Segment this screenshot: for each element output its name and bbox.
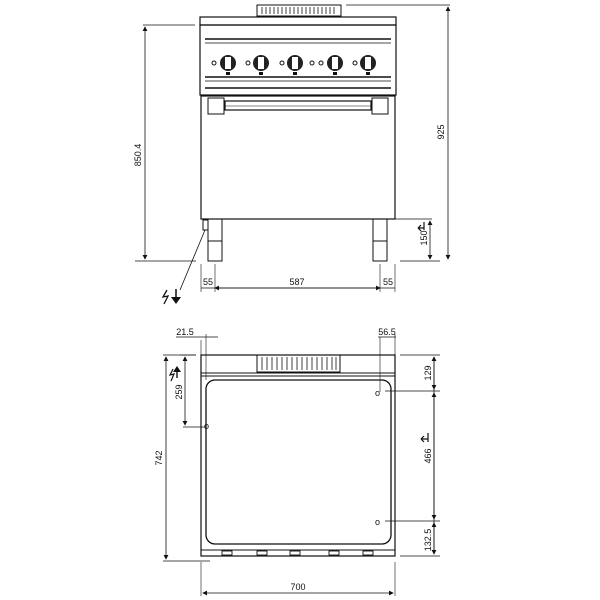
- knob-icon: [245, 55, 269, 75]
- dim-742: 742: [154, 450, 164, 465]
- dim-56-5: 56.5: [378, 327, 396, 337]
- electric-supply-icon: [161, 289, 170, 305]
- electric-supply-icon: [168, 366, 181, 382]
- dim-850-4: 850.4: [133, 144, 143, 167]
- cooking-plate: [205, 379, 392, 545]
- dim-55-right: 55: [383, 277, 393, 287]
- knob-icon: [211, 55, 236, 75]
- top-view: o o o 21.5 56.5 742 259: [154, 327, 440, 596]
- connection-marker: o: [375, 388, 380, 398]
- dim-150: 150: [419, 230, 429, 245]
- front-view: 850.4 925 150 55 587 55: [133, 4, 451, 305]
- control-panel: [199, 24, 397, 96]
- vent-grille: [256, 4, 342, 17]
- connection-marker: o: [204, 421, 209, 431]
- oven-door: [200, 95, 396, 220]
- connection-marker: o: [375, 517, 380, 527]
- knob-row: [211, 55, 376, 75]
- dim-55-left: 55: [203, 277, 213, 287]
- dim-466: 466: [423, 448, 433, 463]
- water-connection-icon: [417, 222, 425, 232]
- dim-700: 700: [290, 582, 305, 592]
- electric-connector: [202, 219, 209, 231]
- ground-arrow-icon: [171, 289, 181, 304]
- knob-row-top: [221, 550, 374, 556]
- dim-925: 925: [436, 124, 446, 139]
- leg-right: [372, 218, 388, 242]
- leg-left: [207, 218, 223, 242]
- vent-grille-top: [256, 354, 341, 373]
- dim-21-5: 21.5: [176, 327, 194, 337]
- knob-icon: [352, 55, 376, 75]
- knob-icon: [279, 55, 303, 75]
- handle-bracket-left: [207, 97, 225, 115]
- dim-587: 587: [289, 277, 304, 287]
- handle-bracket-right: [371, 97, 389, 115]
- cooktop-outline: [200, 354, 396, 557]
- dim-129: 129: [423, 365, 433, 380]
- dim-259: 259: [174, 384, 184, 399]
- water-connection-icon: [420, 433, 429, 443]
- knob-icon: [309, 55, 343, 75]
- door-handle: [224, 100, 372, 111]
- dim-132-5: 132.5: [423, 529, 433, 552]
